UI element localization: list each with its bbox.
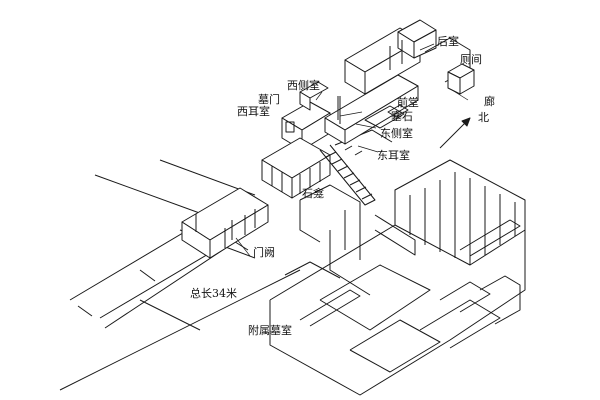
label-west-ear-chamber: 西耳室 [237,105,270,118]
label-total-length: 总长34米 [190,287,237,300]
west-ear-block [281,81,331,151]
label-rear-chamber: 后室 [437,35,459,48]
label-attached-tomb: 附属墓室 [248,324,292,337]
label-plug-stone: 塞石 [391,110,413,123]
north-arrow [439,117,471,149]
stairway [319,129,393,206]
front-hall-corridor [324,74,419,145]
label-west-side-chamber: 西侧室 [287,79,320,92]
leader-lines [235,43,469,257]
label-stone-niche: 石龛 [302,187,324,200]
label-east-ear-chamber: 东耳室 [377,149,410,162]
label-side-room: 厕间 [460,53,482,66]
rear-chamber-block [344,19,475,95]
gate-tower-block [181,187,269,259]
perspective-lines [59,159,301,391]
label-north: 北 [478,111,489,124]
stair-block [261,137,331,199]
label-gate-tower: 门阙 [253,246,275,259]
label-east-side-chamber: 东侧室 [380,127,413,140]
label-corridor: 廊 [484,95,495,108]
label-tomb-gate: 墓门 [258,93,280,106]
label-front-hall: 前堂 [397,96,419,109]
attached-tomb-complex [269,159,526,396]
